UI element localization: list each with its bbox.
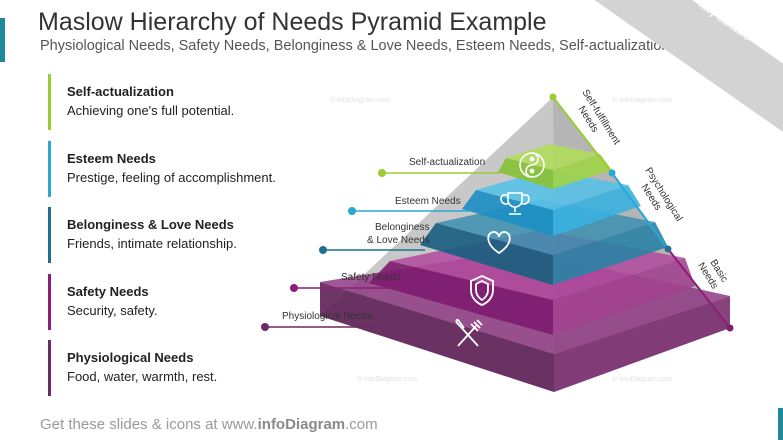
watermark: © infoDiagram.com <box>612 375 672 383</box>
layer-safety-front <box>369 261 553 335</box>
level-physiological: Physiological Needs Food, water, warmth,… <box>48 340 308 396</box>
fork-knife-icon <box>455 318 483 347</box>
pyramid-label-physiological: Physiological Needs <box>282 311 372 322</box>
level-safety: Safety Needs Security, safety. <box>48 273 308 330</box>
layer-self-front <box>498 158 553 189</box>
leader-dot-physiological <box>261 323 269 331</box>
side-label-basic: Basic Needs <box>695 258 730 291</box>
trophy-icon <box>500 192 530 215</box>
level-title: Safety Needs <box>67 283 149 299</box>
corner-accent-bar <box>778 408 783 440</box>
leader-dot-esteem <box>348 207 356 215</box>
edge-dot <box>608 169 616 177</box>
page-subtitle: Physiological Needs, Safety Needs, Belon… <box>40 38 670 54</box>
level-self-actualization: Self-actualization Achieving one's full … <box>48 74 308 130</box>
heart-icon <box>487 231 511 255</box>
footer-brand: infoDiagram <box>257 416 346 433</box>
level-title: Self-actualization <box>67 84 174 99</box>
watermark: © infoDiagram.com <box>330 96 390 104</box>
level-belonging: Belonginess & Love Needs Friends, intima… <box>48 207 308 263</box>
layer-esteem-front <box>462 190 553 236</box>
level-title: Esteem Needs <box>67 150 156 166</box>
pyramid-label-esteem: Esteem Needs <box>395 196 461 207</box>
layer-belonging-front <box>420 223 553 285</box>
edge-line-basic <box>667 248 731 329</box>
pyramid-label-self: Self-actualization <box>409 157 485 168</box>
level-esteem: Esteem Needs Prestige, feeling of accomp… <box>48 140 308 197</box>
leader-dot-self <box>378 169 386 177</box>
layer-physiological-front <box>320 282 554 392</box>
layer-safety-right <box>553 258 695 335</box>
left-accent-bar <box>0 18 5 62</box>
footer-credit: Get these slides & icons at www.infoDiag… <box>40 416 378 433</box>
leader-dot-safety <box>290 284 298 292</box>
layer-esteem-top <box>476 170 628 210</box>
edge-line-selffulfillment <box>552 96 613 174</box>
footer-suffix: .com <box>345 416 378 433</box>
leader-dot-belonging <box>319 246 327 254</box>
watermark: © infoDiagram.com <box>357 375 417 383</box>
layer-belonging-right <box>553 222 668 285</box>
page-title: Maslow Hierarchy of Needs Pyramid Exampl… <box>38 8 547 36</box>
level-title: Belonginess & Love Needs <box>67 217 234 232</box>
level-title: Physiological Needs <box>67 350 194 365</box>
shield-icon <box>470 275 494 306</box>
yin-yang-icon <box>519 152 545 178</box>
level-description: Friends, intimate relationship. <box>67 236 237 251</box>
footer-prefix: Get these slides & icons at www. <box>40 416 258 433</box>
layer-physiological-right <box>554 296 730 392</box>
pyramid-label-belonging-2: & Love Needs <box>367 235 430 246</box>
edge-dot <box>664 245 672 253</box>
layer-self-right <box>553 154 612 189</box>
layer-esteem-right <box>553 185 641 236</box>
pyramid-label-belonging-1: Belonginess <box>375 222 429 233</box>
level-description: Food, water, warmth, rest. <box>67 369 218 384</box>
edge-dot <box>726 324 734 332</box>
watermark: © infoDiagram.com <box>612 96 672 104</box>
level-description: Achieving one's full potential. <box>67 103 235 118</box>
level-description: Security, safety. <box>67 302 158 318</box>
pyramid-label-safety: Safety Needs <box>341 272 401 283</box>
edge-dot <box>549 93 557 101</box>
needs-list: Self-actualization Achieving one's full … <box>48 74 308 407</box>
edge-line-psychological <box>611 172 669 250</box>
level-description: Prestige, feeling of accomplishment. <box>67 169 276 185</box>
layer-self-top <box>506 144 600 170</box>
